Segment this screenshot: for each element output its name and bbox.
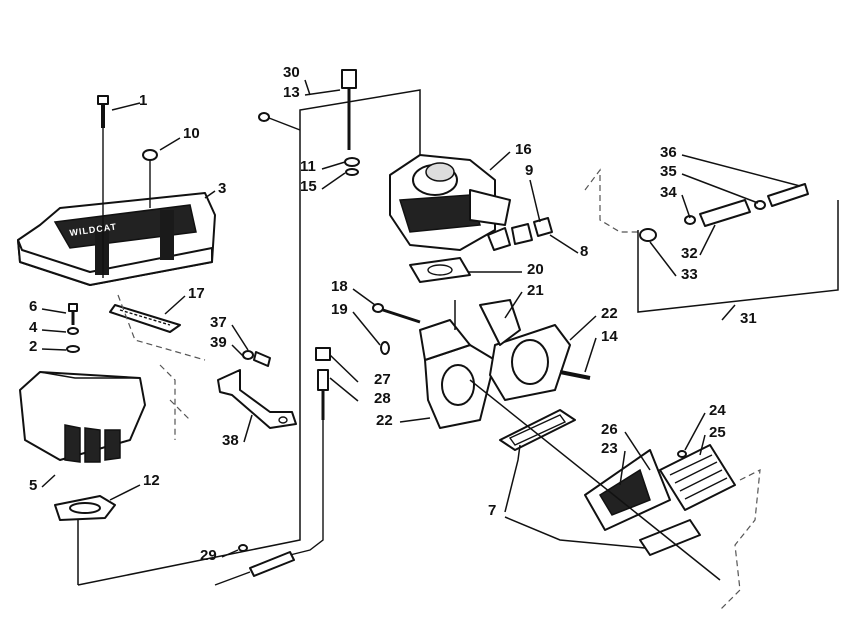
callout-label-11: 11	[300, 158, 316, 175]
strap-part-17	[109, 304, 181, 333]
callout-label-19: 19	[331, 301, 348, 318]
throttle-stop-screw-13	[341, 69, 360, 176]
callout-label-24: 24	[709, 402, 726, 419]
callout-label-18: 18	[331, 278, 348, 295]
screw-part-30	[258, 112, 301, 131]
callout-label-35: 35	[660, 163, 677, 180]
callout-label-6: 6	[29, 298, 37, 315]
callout-label-33: 33	[681, 266, 698, 283]
reed-block-part-23	[584, 449, 671, 531]
callout-label-7: 7	[488, 502, 496, 519]
carburetor-part-16	[389, 154, 511, 251]
intake-flange-22-right	[479, 299, 571, 401]
cable-part-28	[214, 347, 331, 586]
reed-block-part-25	[659, 444, 736, 511]
callout-leaders	[41, 79, 801, 581]
clip-part-19	[380, 341, 390, 355]
callout-label-30: 30	[283, 64, 300, 81]
callout-label-17: 17	[188, 285, 205, 302]
bolt-part-37	[242, 350, 271, 367]
callout-label-37: 37	[210, 314, 227, 331]
callout-label-39: 39	[210, 334, 227, 351]
callout-label-31: 31	[740, 310, 757, 327]
callout-label-27: 27	[374, 371, 391, 388]
callout-label-12: 12	[143, 472, 160, 489]
callout-label-9: 9	[525, 162, 533, 179]
reed-gasket-7-top	[499, 409, 576, 451]
callout-label-21: 21	[527, 282, 544, 299]
small-bolt-part-6	[66, 303, 80, 353]
callout-label-14: 14	[601, 328, 618, 345]
callout-label-36: 36	[660, 144, 677, 161]
air-silencer-cover: WILDCAT	[17, 192, 216, 286]
callout-label-38: 38	[222, 432, 239, 449]
callout-label-5: 5	[29, 477, 37, 494]
callout-label-28: 28	[374, 390, 391, 407]
leader-bracket-31	[637, 200, 839, 313]
callout-label-25: 25	[709, 424, 726, 441]
gasket-part-12	[54, 495, 116, 521]
frame-ghost-left	[117, 294, 206, 440]
reed-gasket-7-bottom	[639, 519, 701, 556]
bracket-part-38	[217, 369, 297, 429]
callout-label-10: 10	[183, 125, 200, 142]
clip-part-29	[238, 544, 248, 552]
callout-label-16: 16	[515, 141, 532, 158]
callout-label-8: 8	[580, 243, 588, 260]
callout-label-2: 2	[29, 338, 37, 355]
callout-label-23: 23	[601, 440, 618, 457]
engine-ghost-right	[719, 468, 761, 611]
callout-label-1: 1	[139, 92, 147, 109]
callout-label-20: 20	[527, 261, 544, 278]
callout-label-22: 22	[601, 305, 618, 322]
callout-label-15: 15	[300, 178, 317, 195]
callout-label-4: 4	[29, 319, 38, 336]
stud-part-14	[559, 370, 591, 380]
screw-part-24	[677, 450, 687, 458]
callout-label-3: 3	[218, 180, 226, 197]
linkage-assembly-31	[584, 168, 809, 242]
gasket-part-20	[409, 257, 471, 283]
bolt-part-18	[372, 303, 421, 324]
callout-label-13: 13	[283, 84, 300, 101]
air-silencer-base	[19, 371, 146, 463]
leader-group-bracket-left	[77, 89, 421, 586]
callout-label-34: 34	[660, 184, 677, 201]
intake-flange-22-left	[419, 319, 496, 429]
callout-label-26: 26	[601, 421, 618, 438]
plug-part-10	[142, 149, 158, 208]
fitting-parts-8-9	[487, 217, 553, 251]
callout-label-22: 22	[376, 412, 393, 429]
callout-label-29: 29	[200, 547, 217, 564]
bolt-part-1	[97, 95, 109, 278]
callout-label-32: 32	[681, 245, 698, 262]
